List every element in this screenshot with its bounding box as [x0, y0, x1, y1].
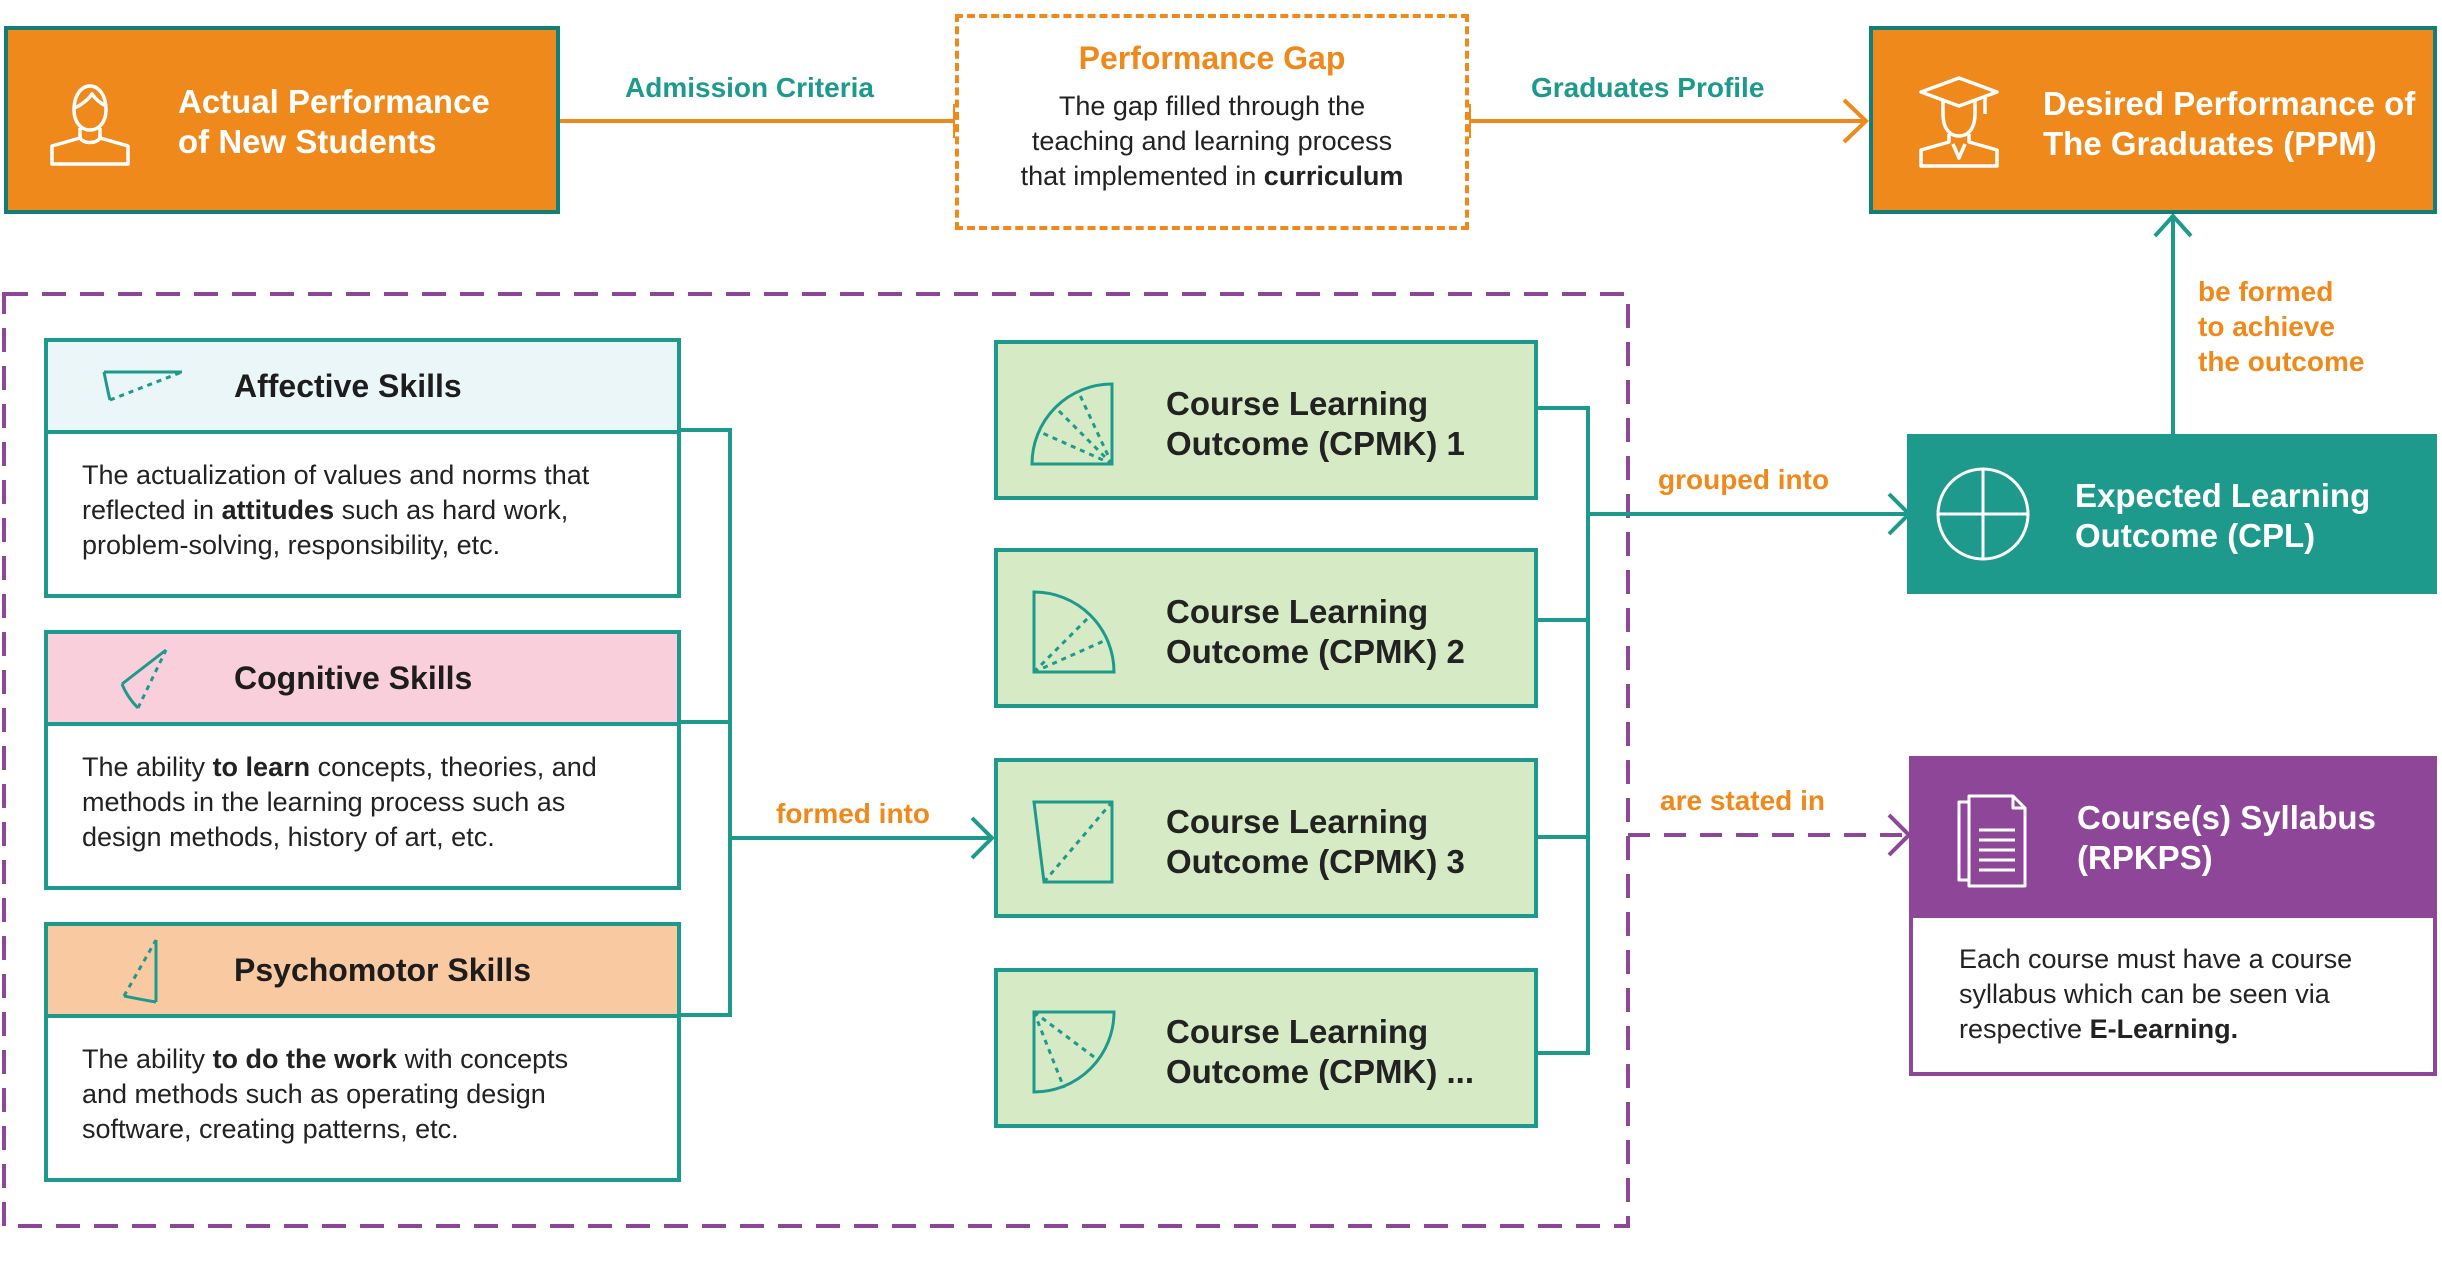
affective-line1: The actualization of values and norms th…	[82, 460, 590, 490]
document-icon	[1957, 794, 2027, 888]
cognitive-sector-icon	[120, 648, 168, 710]
sector-icon	[1032, 800, 1114, 884]
cognitive-line3: design methods, history of art, etc.	[82, 822, 495, 852]
cpmkn-line1: Course Learning	[1166, 1013, 1429, 1050]
affective-line3: problem-solving, responsibility, etc.	[82, 530, 501, 560]
grouped-into-label: grouped into	[1658, 464, 1830, 495]
desired-title-line1: Desired Performance of	[2043, 85, 2416, 122]
elearning-emphasis: E-Learning.	[2089, 1014, 2239, 1044]
admission-criteria-label: Admission Criteria	[625, 72, 874, 103]
cpmk-bracket	[1538, 406, 1907, 1055]
be-formed-line3: the outcome	[2198, 346, 2365, 377]
sector-icon	[1032, 1010, 1116, 1094]
skills-bracket	[681, 428, 990, 1017]
gap-text-line1: The gap filled through the	[1058, 91, 1366, 121]
cpl-title-line1: Expected Learning	[2075, 477, 2371, 514]
cpmk3-line1: Course Learning	[1166, 803, 1429, 840]
syllabus-title-line2: (RPKPS)	[2077, 839, 2213, 876]
course-syllabus-card: Course(s) Syllabus (RPKPS) Each course m…	[1909, 756, 2437, 1076]
actual-title-line2: of New Students	[178, 123, 437, 160]
cognitive-skills-title: Cognitive Skills	[234, 659, 473, 696]
syllabus-line1: Each course must have a course	[1959, 944, 2353, 974]
affective-line2: reflected in attitudes such as hard work…	[82, 495, 569, 525]
cognitive-line1: The ability to learn concepts, theories,…	[82, 752, 597, 782]
psychomotor-line2: and methods such as operating design	[82, 1079, 546, 1109]
course-syllabus-header: Course(s) Syllabus (RPKPS)	[1913, 760, 2433, 918]
desired-performance-box: Desired Performance of The Graduates (PP…	[1869, 26, 2437, 214]
gap-text-line3: that implemented in curriculum	[1020, 161, 1404, 191]
psychomotor-line3: software, creating patterns, etc.	[82, 1114, 459, 1144]
performance-gap-box: Performance Gap The gap filled through t…	[955, 14, 1469, 230]
cognitive-line2: methods in the learning process such as	[82, 787, 566, 817]
student-icon	[50, 84, 130, 166]
be-formed-line1: be formed	[2198, 276, 2334, 307]
psychomotor-sector-icon	[122, 939, 158, 1004]
quarter-circle-icon	[1030, 382, 1114, 466]
cpl-title-line2: Outcome (CPL)	[2075, 517, 2316, 554]
be-formed-line2: to achieve	[2198, 311, 2335, 342]
syllabus-title-line1: Course(s) Syllabus	[2077, 799, 2376, 836]
actual-performance-box: Actual Performance of New Students	[4, 26, 560, 214]
psychomotor-skills-card: Psychomotor Skills The ability to do the…	[44, 922, 681, 1182]
graduates-profile-label: Graduates Profile	[1531, 72, 1765, 103]
curriculum-emphasis: curriculum	[1263, 161, 1404, 191]
formed-into-label: formed into	[776, 798, 930, 829]
cpmk-card-3: Course Learning Outcome (CPMK) 3	[994, 758, 1538, 918]
cpmk3-line2: Outcome (CPMK) 3	[1166, 843, 1465, 880]
expected-learning-outcome-box: Expected Learning Outcome (CPL)	[1907, 434, 2437, 594]
graduate-icon	[1919, 76, 1999, 168]
cpmk-card-n: Course Learning Outcome (CPMK) ...	[994, 968, 1538, 1128]
desired-title-line2: The Graduates (PPM)	[2043, 125, 2377, 162]
affective-skills-card: Affective Skills The actualization of va…	[44, 338, 681, 598]
affective-sector-icon	[102, 370, 183, 402]
cognitive-skills-card: Cognitive Skills The ability to learn co…	[44, 630, 681, 890]
cpmk-card-1: Course Learning Outcome (CPMK) 1	[994, 340, 1538, 500]
actual-title-line1: Actual Performance	[178, 83, 490, 120]
cpmk2-line1: Course Learning	[1166, 593, 1429, 630]
cpmk1-line2: Outcome (CPMK) 1	[1166, 425, 1465, 462]
psychomotor-line1: The ability to do the work with concepts	[82, 1044, 569, 1074]
cognitive-skills-header: Cognitive Skills	[48, 634, 677, 726]
cpmkn-line2: Outcome (CPMK) ...	[1166, 1053, 1475, 1090]
affective-skills-header: Affective Skills	[48, 342, 677, 434]
syllabus-line2: syllabus which can be seen via	[1959, 979, 2330, 1009]
cpmk-card-2: Course Learning Outcome (CPMK) 2	[994, 548, 1538, 708]
affective-skills-title: Affective Skills	[234, 367, 462, 404]
be-formed-label: be formed to achieve the outcome	[2198, 274, 2364, 379]
gap-text-line2: teaching and learning process	[1031, 126, 1393, 156]
psychomotor-skills-title: Psychomotor Skills	[234, 951, 531, 988]
sector-icon	[1032, 590, 1116, 674]
cpmk2-line2: Outcome (CPMK) 2	[1166, 633, 1465, 670]
cpmk1-line1: Course Learning	[1166, 385, 1429, 422]
psychomotor-skills-header: Psychomotor Skills	[48, 926, 677, 1018]
are-stated-in-label: are stated in	[1660, 785, 1825, 816]
syllabus-line3: respective E-Learning.	[1959, 1014, 2239, 1044]
circle-cross-icon	[1936, 467, 2030, 561]
performance-gap-title: Performance Gap	[1078, 40, 1346, 76]
skills-container-frame	[2, 292, 1630, 1228]
